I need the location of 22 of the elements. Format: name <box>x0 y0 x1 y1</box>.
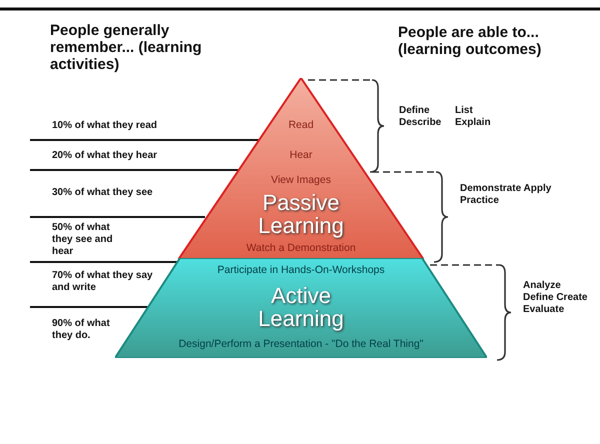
recall-percentage: 10% of what they read <box>52 120 158 132</box>
section-title: Passive Learning <box>258 191 344 237</box>
recall-percentage: 70% of what they say and write <box>52 270 154 294</box>
layer-label: Watch a Demonstration <box>246 242 356 255</box>
outcome-list: Analyze Define Create Evaluate <box>523 280 593 316</box>
recall-percentage: 30% of what they see <box>52 187 154 199</box>
outcome-word: Define <box>399 105 431 117</box>
layer-label: Read <box>288 119 314 132</box>
section-title: Active Learning <box>258 284 344 330</box>
recall-percentage: 50% of what they see and hear <box>52 222 114 258</box>
outcome-word: List <box>455 105 474 117</box>
column-heading: People generally remember... (learning activities) <box>50 22 203 73</box>
layer-label: View Images <box>271 174 331 187</box>
layer-label: Participate in Hands-On-Workshops <box>217 264 385 277</box>
column-heading: People are able to... (learning outcomes) <box>398 24 542 58</box>
outcome-list: Demonstrate Apply Practice <box>460 183 560 207</box>
recall-percentage: 20% of what they hear <box>52 150 158 162</box>
recall-percentage: 90% of what they do. <box>52 318 111 342</box>
outcome-word: Explain <box>455 117 492 129</box>
layer-label: Design/Perform a Presentation - "Do the Real Thing" <box>178 338 424 351</box>
layer-label: Hear <box>290 149 312 162</box>
outcome-word: Describe <box>399 117 442 129</box>
